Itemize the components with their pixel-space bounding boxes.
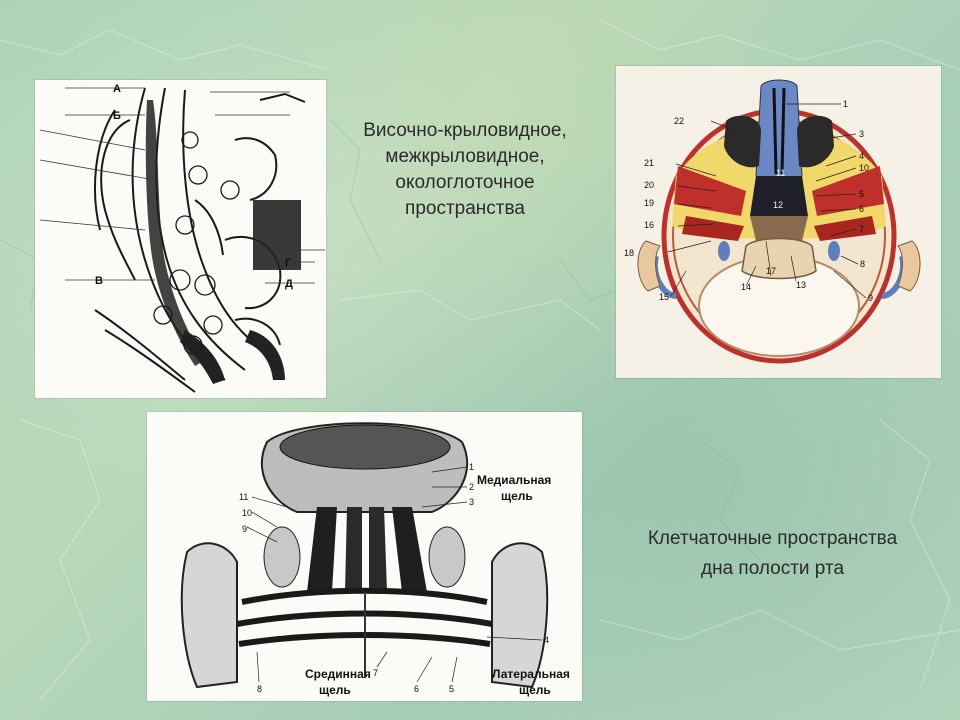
axial-num-14: 14 [741,282,751,292]
caption-top: Височно-крыловидное, межкрыловидное, око… [330,118,600,222]
axial-num-17: 17 [766,266,776,276]
axial-num-15: 15 [659,292,669,302]
axial-num-21: 21 [644,158,654,168]
floor-num-7: 7 [373,668,378,678]
axial-num-13: 13 [796,280,806,290]
label-median-1: Срединная [305,667,371,681]
caption-bottom: Клетчаточные пространства дна полости рт… [605,526,940,582]
letter-a: А [113,83,121,95]
letter-b: Б [113,110,121,122]
axial-num-5: 5 [859,189,864,199]
axial-num-8: 8 [860,259,865,269]
mouth-floor-drawing: 1 2 3 4 5 6 7 8 9 10 11 Медиальная щель … [147,412,582,701]
floor-num-5: 5 [449,684,454,694]
floor-num-9: 9 [242,524,247,534]
axial-num-11: 11 [776,168,785,178]
floor-num-11: 11 [239,492,248,502]
axial-num-19: 19 [644,198,654,208]
sagittal-section-drawing: А Б В Г Д [35,80,326,398]
floor-num-1: 1 [469,462,474,472]
floor-num-6: 6 [414,684,419,694]
label-lateral-1: Латеральная [492,667,570,681]
letter-d: Д [285,278,293,290]
axial-num-16: 16 [644,220,654,230]
floor-num-3: 3 [469,497,474,507]
axial-num-2: 2 [696,118,701,128]
axial-section-figure: 1 3 4 10 5 6 7 8 9 22 21 20 19 16 18 15 … [616,66,941,378]
caption-top-line-4: пространства [405,198,525,219]
axial-num-10: 10 [859,163,869,173]
sagittal-section-figure: А Б В Г Д [35,80,326,398]
label-medial-1: Медиальная [477,473,551,487]
caption-top-line-2: межкрыловидное, [385,146,545,167]
axial-num-12: 12 [773,200,783,210]
letter-v: В [95,275,103,287]
axial-num-20: 20 [644,180,654,190]
axial-num-7: 7 [859,224,864,234]
floor-num-10: 10 [242,508,252,518]
axial-num-22: 22 [674,116,684,126]
axial-num-1: 1 [843,99,848,109]
caption-bottom-line-1: Клетчаточные пространства [647,528,898,549]
caption-top-line-3: окологлоточное [395,172,535,193]
axial-num-9: 9 [868,293,873,303]
label-median-2: щель [319,683,351,697]
axial-num-18: 18 [624,248,634,258]
axial-num-3: 3 [859,129,864,139]
floor-num-4: 4 [544,635,549,645]
mouth-floor-figure: 1 2 3 4 5 6 7 8 9 10 11 Медиальная щель … [147,412,582,701]
letter-g: Г [285,257,292,269]
floor-num-2: 2 [469,482,474,492]
axial-num-4: 4 [859,151,864,161]
axial-num-6: 6 [859,204,864,214]
label-medial-2: щель [501,489,533,503]
axial-section-drawing: 1 3 4 10 5 6 7 8 9 22 21 20 19 16 18 15 … [616,66,941,378]
floor-num-8: 8 [257,684,262,694]
label-lateral-2: щель [519,683,551,697]
caption-top-line-1: Височно-крыловидное, [363,120,567,141]
caption-bottom-line-2: дна полости рта [700,558,845,579]
